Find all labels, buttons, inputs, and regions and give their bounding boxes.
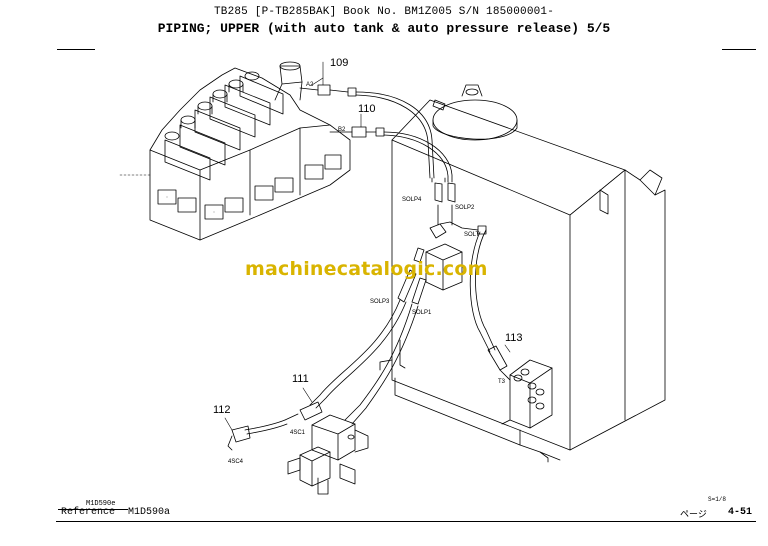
callout-112: 112 — [213, 404, 231, 416]
solenoid-valve — [397, 177, 487, 305]
callout-113: 113 — [505, 332, 523, 344]
callout-109: 109 — [330, 57, 348, 69]
header-rule-right — [722, 49, 756, 50]
callout-110: 110 — [358, 103, 376, 115]
port-b2: B2 — [338, 127, 346, 133]
port-solt: SOLT — [464, 232, 480, 238]
scale-note: S=1/8 — [708, 496, 727, 503]
reference-code: M1D590a — [128, 507, 171, 518]
hose-113 — [469, 229, 511, 381]
control-valve-assembly — [119, 61, 351, 241]
port-solp3: SOLP3 — [370, 299, 390, 305]
port-4sc1: 4SC1 — [290, 430, 306, 436]
watermark: machinecatalogic.com — [245, 258, 488, 280]
pressure-release-valve — [287, 414, 369, 495]
header-book-line: TB285 [P-TB285BAK] Book No. BM1Z005 S/N … — [213, 6, 555, 18]
page-label: ページ — [680, 510, 707, 520]
return-manifold — [501, 359, 553, 429]
hose-112 — [224, 417, 288, 451]
port-a2: A2 — [306, 82, 314, 88]
doc-code: M1D590e — [86, 500, 116, 508]
port-solp1: SOLP1 — [412, 310, 432, 316]
port-solp2: SOLP2 — [455, 205, 475, 211]
hydraulic-tank — [379, 84, 666, 463]
port-t3: T3 — [498, 379, 506, 385]
doc-code-rule — [58, 509, 128, 510]
port-4sc4: 4SC4 — [228, 459, 244, 465]
hose-111 — [284, 299, 419, 425]
callout-111: 111 — [292, 373, 309, 385]
reference-label: Reference — [61, 507, 116, 518]
page-number: 4-51 — [728, 507, 753, 518]
port-labels: 109 110 111 112 113 A2 B2 SOLP4 SOLP2 SO… — [213, 57, 523, 465]
port-solp4: SOLP4 — [402, 197, 422, 203]
header-rule-left — [57, 49, 95, 50]
footer-rule — [56, 521, 756, 522]
page-title: PIPING; UPPER (with auto tank & auto pre… — [157, 21, 611, 36]
hose-109 — [299, 61, 435, 179]
